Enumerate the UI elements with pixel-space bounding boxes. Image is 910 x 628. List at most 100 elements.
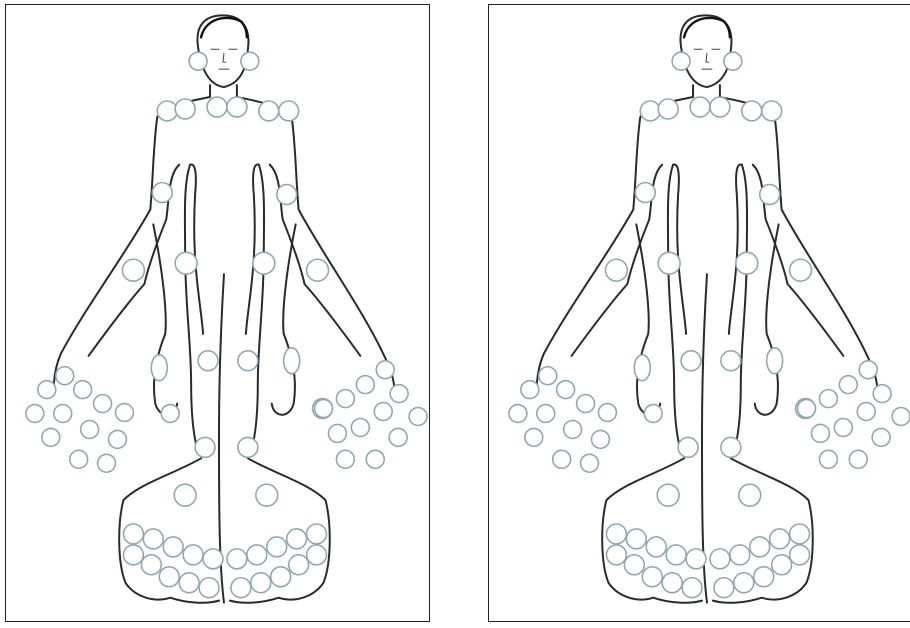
joint-marker — [772, 555, 792, 575]
joint-marker — [227, 97, 247, 117]
joint-marker — [70, 450, 88, 468]
joint-marker — [640, 101, 660, 121]
joint-marker — [351, 419, 369, 437]
joint-marker — [624, 555, 644, 575]
joint-marker — [253, 252, 275, 274]
joint-marker — [307, 524, 327, 544]
joint-marker — [366, 450, 384, 468]
joint-marker — [642, 567, 662, 587]
joint-marker — [284, 348, 300, 374]
right-arm-inner — [755, 224, 779, 414]
joint-marker — [203, 549, 223, 569]
left-body-figure — [6, 5, 429, 621]
joint-marker — [734, 573, 754, 593]
joint-marker — [267, 537, 287, 557]
joint-marker — [141, 555, 161, 575]
joint-marker — [376, 361, 394, 379]
joint-marker — [227, 549, 247, 569]
body-outline — [54, 85, 394, 389]
left-inner-limb — [190, 164, 203, 333]
joint-marker — [123, 524, 143, 544]
joint-marker — [644, 405, 662, 423]
right-inner-limb — [246, 164, 259, 333]
joint-marker — [564, 420, 582, 438]
joint-marker — [307, 259, 329, 281]
joint-marker — [798, 400, 816, 418]
joint-marker — [721, 351, 741, 371]
joint-marker — [163, 537, 183, 557]
joint-marker — [287, 529, 307, 549]
joint-marker — [682, 578, 702, 598]
joint-marker — [678, 437, 698, 457]
joint-marker — [174, 484, 196, 506]
joint-marker — [238, 437, 258, 457]
left-inner-limb — [673, 164, 686, 333]
joint-marker — [374, 403, 392, 421]
joint-marker — [690, 97, 710, 117]
joint-marker — [279, 101, 299, 121]
joint-marker — [577, 395, 595, 413]
joint-marker — [336, 390, 354, 408]
joint-marker — [315, 400, 333, 418]
joint-marker — [231, 578, 251, 598]
left-arm-inner — [636, 224, 660, 414]
joint-marker — [605, 259, 627, 281]
joint-marker — [872, 428, 890, 446]
right-arm-inner — [272, 224, 296, 414]
joint-marker — [289, 555, 309, 575]
joint-marker — [537, 405, 555, 423]
joint-marker — [657, 484, 679, 506]
joint-marker — [819, 390, 837, 408]
joint-marker — [241, 52, 259, 70]
joint-marker — [598, 404, 616, 422]
joint-marker — [115, 404, 133, 422]
joint-marker — [739, 484, 761, 506]
joint-marker — [662, 573, 682, 593]
joint-marker — [686, 549, 706, 569]
joint-marker — [159, 567, 179, 587]
joint-marker — [859, 361, 877, 379]
joint-marker — [123, 545, 143, 565]
joint-marker — [277, 185, 297, 205]
joint-marker — [710, 549, 730, 569]
joint-marker — [179, 573, 199, 593]
joint-marker — [238, 351, 258, 371]
body-outline — [537, 85, 877, 389]
joint-marker — [811, 424, 829, 442]
joint-marker — [714, 578, 734, 598]
joint-marker — [74, 381, 92, 399]
joint-marker — [259, 101, 279, 121]
joint-marker — [94, 395, 112, 413]
joint-marker — [724, 52, 742, 70]
joint-marker — [873, 385, 891, 403]
joint-marker — [672, 52, 690, 70]
joint-marker — [509, 405, 527, 423]
joint-marker — [790, 259, 812, 281]
joint-marker — [198, 351, 218, 371]
joint-marker — [770, 529, 790, 549]
joint-marker — [38, 381, 56, 399]
joint-marker — [892, 408, 910, 426]
joint-marker — [658, 99, 678, 119]
joint-marker — [730, 545, 750, 565]
joint-marker — [658, 252, 680, 274]
joint-marker — [143, 529, 163, 549]
joint-marker — [754, 567, 774, 587]
joint-marker — [834, 419, 852, 437]
left-arm-inner — [153, 224, 177, 414]
joint-marker — [157, 101, 177, 121]
joint-marker — [122, 259, 144, 281]
joint-marker — [557, 381, 575, 399]
joint-marker — [409, 408, 427, 426]
joint-marker — [767, 348, 783, 374]
joint-marker — [389, 428, 407, 446]
joint-marker — [251, 573, 271, 593]
joint-marker — [81, 420, 99, 438]
joint-marker — [606, 524, 626, 544]
right-inner-limb — [729, 164, 742, 333]
joint-marker — [790, 545, 810, 565]
joint-marker — [646, 537, 666, 557]
joint-marker — [553, 450, 571, 468]
joint-marker — [336, 450, 354, 468]
joint-marker — [247, 545, 267, 565]
